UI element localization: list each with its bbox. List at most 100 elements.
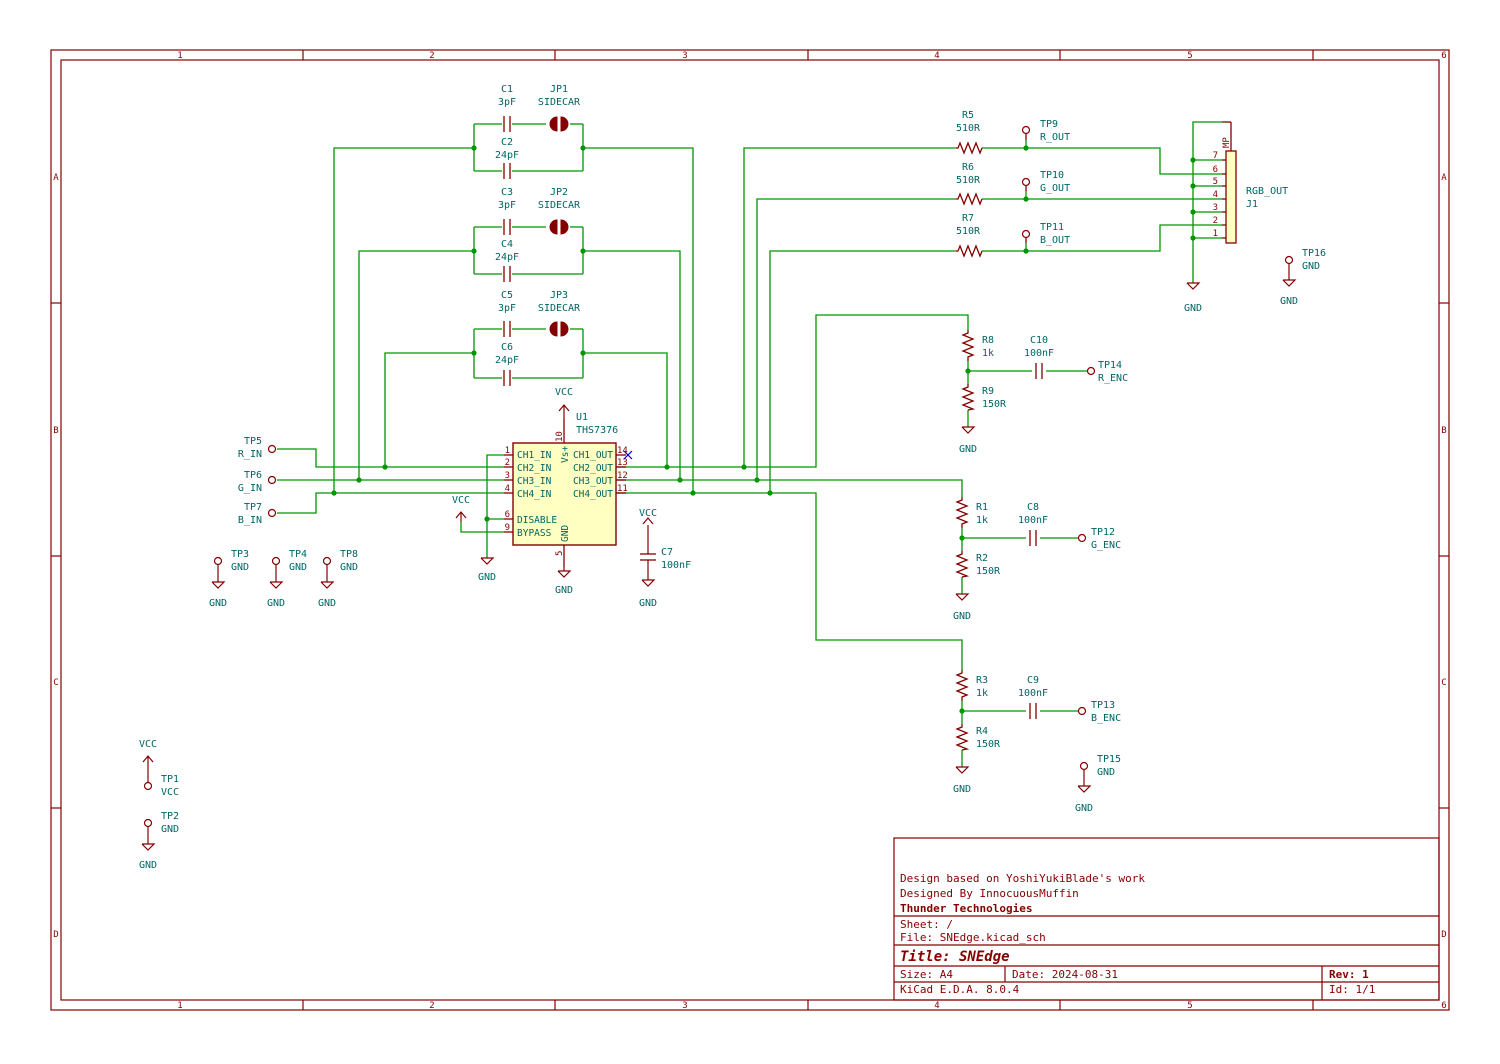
resistor-r7[interactable]: R7 510R (956, 213, 983, 258)
tp11-value: B_OUT (1040, 235, 1070, 246)
capacitor-c4[interactable]: C4 24pF (474, 239, 583, 282)
border-col-label: 2 (429, 1001, 434, 1011)
u1-pin-num: 2 (505, 458, 510, 468)
j1-ref: J1 (1246, 199, 1258, 210)
border-col-label: 1 (177, 51, 182, 61)
testpoint-tp13[interactable]: TP13 B_ENC (1077, 700, 1122, 724)
resistor-r3[interactable]: R3 1k (955, 670, 988, 701)
tb-id: Id: 1/1 (1329, 983, 1375, 996)
capacitor-c7[interactable]: VCC C7 100nF GND (639, 508, 691, 609)
tp15-value: GND (1097, 767, 1115, 778)
jumper-jp1[interactable]: JP1 SIDECAR (520, 84, 583, 132)
testpoint-tp15[interactable]: TP15 GND GND (1075, 754, 1121, 814)
resistor-r6[interactable]: R6 510R (956, 162, 983, 206)
u1-pin-name: CH2_OUT (573, 463, 613, 474)
r7-value: 510R (956, 226, 981, 237)
testpoint-tp14[interactable]: TP14 R_ENC (1086, 360, 1129, 384)
u1-pin-num: 11 (617, 484, 628, 494)
border-col-label: 6 (1441, 51, 1446, 61)
jumper-jp3[interactable]: JP3 SIDECAR (520, 290, 583, 337)
r7-ref: R7 (962, 213, 974, 224)
testpoint-tp6[interactable]: TP6 G_IN (238, 470, 277, 494)
junctions (331, 145, 1196, 714)
c4-value: 24pF (495, 252, 519, 263)
testpoint-tp11[interactable]: TP11 B_OUT (1021, 222, 1071, 246)
border-col-label: 6 (1441, 1001, 1446, 1011)
gnd-symbol: GND (555, 567, 573, 596)
resistor-r8[interactable]: R8 1k (961, 330, 994, 361)
capacitor-c5[interactable]: C5 3pF (474, 290, 520, 337)
border-col-label: 4 (934, 1001, 939, 1011)
testpoint-tp12[interactable]: TP12 G_ENC (1077, 527, 1122, 551)
resistor-r2[interactable]: R2 150R (955, 551, 1001, 578)
gnd-label: GND (139, 860, 157, 871)
testpoint-tp4[interactable]: TP4 GND GND (267, 549, 307, 609)
tp13-ref: TP13 (1091, 700, 1115, 711)
gnd-label: GND (555, 585, 573, 596)
border-row-label: A (53, 173, 59, 183)
u1-pin-name: Vs+ (560, 446, 571, 463)
capacitor-c1[interactable]: C1 3pF (474, 84, 520, 132)
jp1-ref: JP1 (550, 84, 568, 95)
tp7-value: B_IN (238, 515, 262, 526)
c2-value: 24pF (495, 150, 519, 161)
tb-title: Title: SNEdge (900, 949, 1010, 965)
resistor-r4[interactable]: R4 150R (955, 724, 1001, 751)
r6-ref: R6 (962, 162, 974, 173)
connector-j1[interactable]: 7 6 5 4 3 2 1 MP RGB_OUT J1 (1213, 121, 1289, 244)
testpoint-tp16[interactable]: TP16 GND GND (1280, 248, 1326, 307)
tp5-value: R_IN (238, 449, 262, 460)
u1-pin-num: 6 (505, 510, 510, 520)
capacitor-c2[interactable]: C2 24pF (474, 137, 583, 179)
u1-pin-num: 3 (505, 471, 510, 481)
j1-pin-num: 2 (1213, 216, 1218, 226)
capacitor-c6[interactable]: C6 24pF (474, 342, 583, 386)
gnd-label: GND (478, 572, 496, 583)
vcc-symbol: VCC (555, 387, 573, 418)
capacitor-c10[interactable]: C10 100nF (1024, 335, 1054, 379)
tp14-value: R_ENC (1098, 373, 1128, 384)
c3-value: 3pF (498, 200, 516, 211)
border-row-label: C (1441, 678, 1446, 688)
gnd-symbol: GND (1184, 282, 1202, 314)
c1-value: 3pF (498, 97, 516, 108)
jp1-value: SIDECAR (538, 97, 581, 108)
u1-pin-name: CH1_OUT (573, 450, 613, 461)
resistor-r5[interactable]: R5 510R (956, 110, 983, 155)
capacitor-c3[interactable]: C3 3pF (474, 187, 520, 235)
vcc-label: VCC (639, 508, 657, 519)
c6-ref: C6 (501, 342, 513, 353)
ic-u1[interactable]: U1 THS7376 1 2 3 4 6 9 CH1_IN CH2_IN CH3… (504, 412, 633, 567)
j1-pin-num: 5 (1213, 177, 1218, 187)
testpoint-tp8[interactable]: TP8 GND GND (318, 549, 358, 609)
capacitor-c8[interactable]: C8 100nF (1018, 502, 1048, 546)
resistor-r9[interactable]: R9 150R (961, 384, 1007, 411)
border-col-label: 3 (682, 1001, 687, 1011)
c7-value: 100nF (661, 560, 691, 571)
r2-value: 150R (976, 566, 1001, 577)
testpoint-tp9[interactable]: TP9 R_OUT (1021, 119, 1071, 143)
u1-pin-num: 1 (505, 446, 510, 456)
testpoint-tp10[interactable]: TP10 G_OUT (1021, 170, 1071, 194)
jumper-jp2[interactable]: JP2 SIDECAR (520, 187, 583, 235)
u1-value: THS7376 (576, 425, 618, 436)
testpoint-tp7[interactable]: TP7 B_IN (238, 502, 277, 526)
u1-pin-num: 4 (505, 484, 510, 494)
testpoint-tp2[interactable]: TP2 GND GND (139, 811, 179, 871)
tp10-ref: TP10 (1040, 170, 1064, 181)
testpoint-tp5[interactable]: TP5 R_IN (238, 436, 277, 460)
testpoint-tp1[interactable]: VCC TP1 VCC (139, 739, 179, 798)
gnd-label: GND (1075, 803, 1093, 814)
border-row-label: A (1441, 173, 1447, 183)
gnd-label: GND (639, 598, 657, 609)
r8-ref: R8 (982, 335, 994, 346)
testpoint-tp3[interactable]: TP3 GND GND (209, 549, 249, 609)
tb-rev: Rev: 1 (1329, 968, 1369, 981)
u1-pin-num: 14 (617, 446, 628, 456)
tp7-ref: TP7 (244, 502, 262, 513)
resistor-r1[interactable]: R1 1k (955, 497, 988, 528)
u1-pin-name: CH4_OUT (573, 489, 613, 500)
border-row-label: D (53, 930, 58, 940)
capacitor-c9[interactable]: C9 100nF (1018, 675, 1048, 719)
